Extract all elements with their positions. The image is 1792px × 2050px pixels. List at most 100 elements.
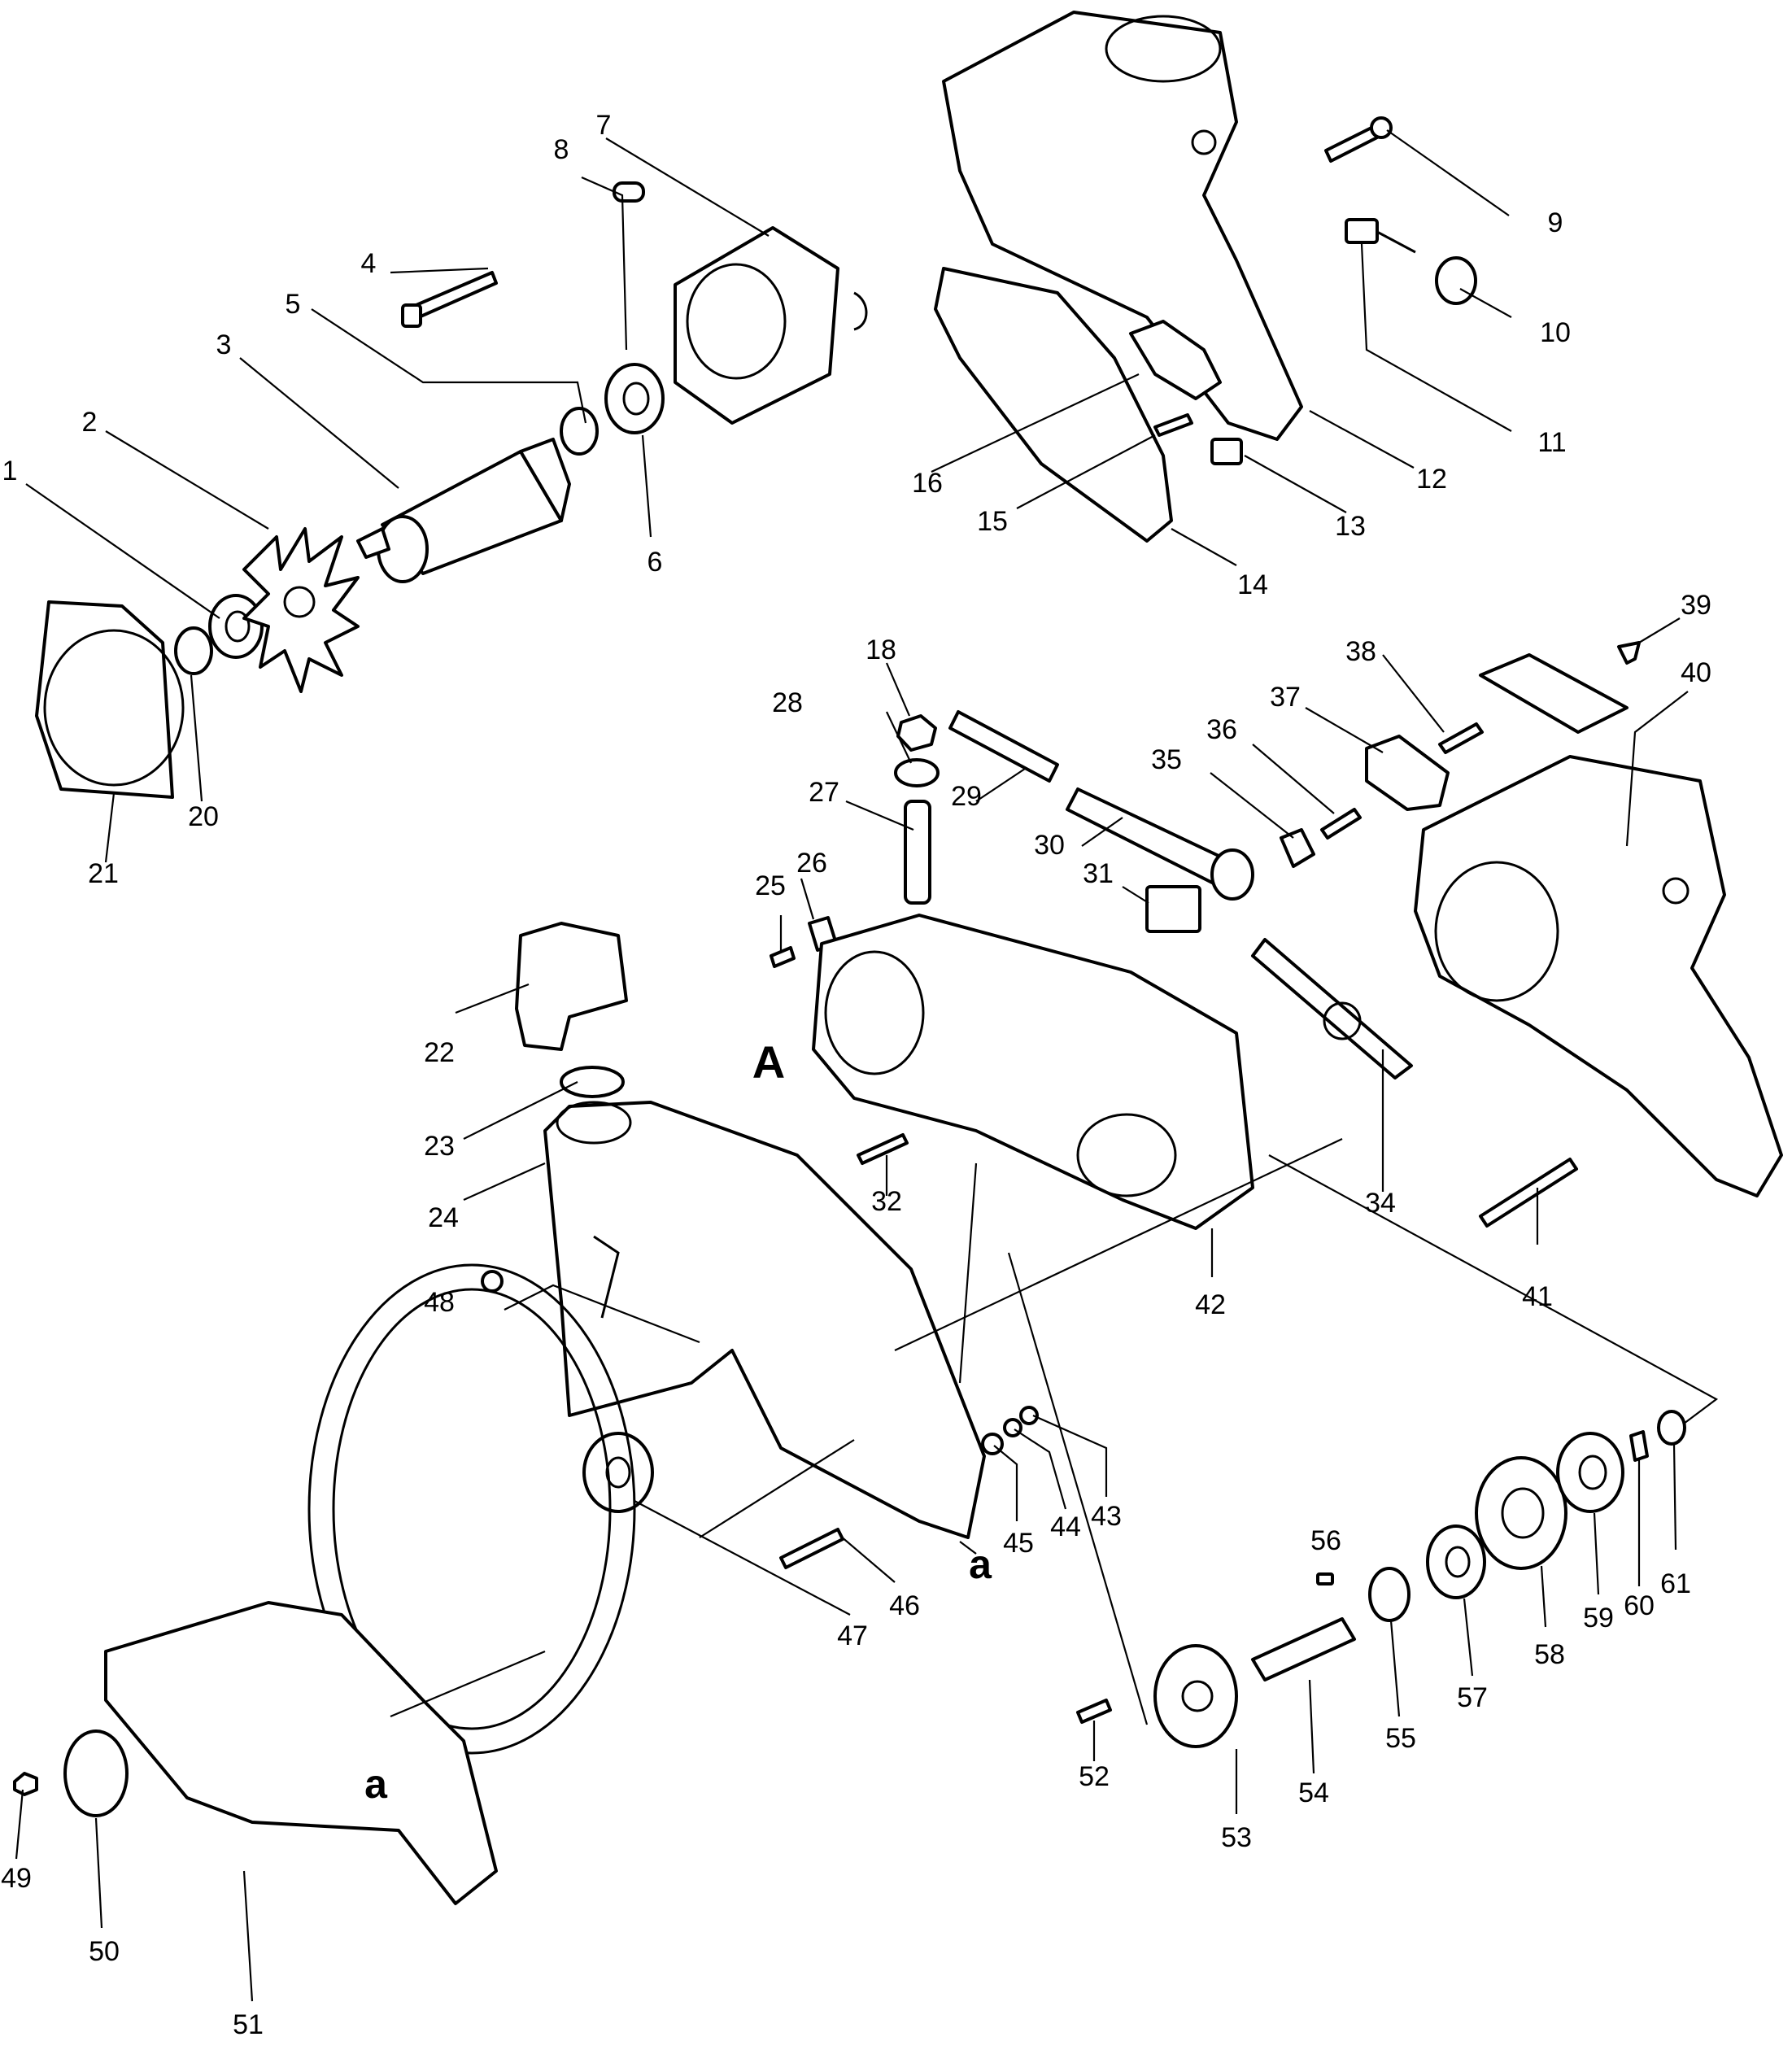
label-37: 37	[1270, 682, 1301, 713]
motor-assembly-right	[1414, 755, 1783, 1197]
marker-a-upper: a	[969, 1542, 992, 1587]
part-18-nut	[896, 714, 937, 752]
part-57-bearing	[1426, 1524, 1486, 1599]
label-10: 10	[1540, 317, 1571, 348]
part-32-screw	[857, 1133, 909, 1165]
part-8-pin	[613, 181, 645, 203]
part-46-screw	[779, 1528, 844, 1569]
part-54-spindle	[1251, 1617, 1356, 1681]
label-30: 30	[1034, 830, 1065, 861]
part-31-block	[1145, 885, 1201, 933]
label-28: 28	[772, 687, 803, 718]
label-46: 46	[889, 1590, 920, 1621]
label-4: 4	[361, 248, 377, 279]
part-34-lever	[1251, 938, 1413, 1080]
label-27: 27	[809, 777, 839, 808]
label-41: 41	[1522, 1281, 1553, 1312]
part-38-screw	[1438, 722, 1484, 754]
label-23: 23	[424, 1131, 455, 1162]
part-39-rivet	[1617, 641, 1641, 665]
part-15-screw	[1153, 413, 1193, 437]
part-56-key	[1316, 1572, 1334, 1585]
label-12: 12	[1416, 464, 1447, 495]
label-11: 11	[1537, 427, 1566, 458]
part-59-gear	[1556, 1432, 1624, 1513]
label-45: 45	[1003, 1528, 1034, 1559]
label-1: 1	[2, 456, 18, 486]
label-60: 60	[1624, 1590, 1655, 1621]
part-27-spring	[904, 800, 931, 905]
label-61: 61	[1660, 1568, 1691, 1599]
part-36-screw	[1320, 808, 1362, 840]
part-23-ring	[560, 1066, 625, 1098]
part-12-motor-housing	[942, 11, 1303, 441]
label-52: 52	[1079, 1761, 1110, 1792]
label-56: 56	[1310, 1525, 1341, 1556]
label-18: 18	[865, 635, 896, 665]
label-53: 53	[1221, 1822, 1252, 1853]
part-44-washer	[1003, 1418, 1022, 1437]
part-30-shaft	[1066, 787, 1254, 901]
label-9: 9	[1548, 207, 1563, 238]
part-1-bearing	[208, 594, 264, 659]
label-25: 25	[755, 870, 786, 901]
label-58: 58	[1534, 1639, 1565, 1670]
part-22-dust-elbow	[515, 922, 628, 1051]
part-24-upper-guard	[543, 1101, 986, 1539]
label-39: 39	[1681, 590, 1711, 621]
part-41-screw	[1479, 1158, 1578, 1228]
saw-blade	[307, 1263, 636, 1755]
part-4-screw	[401, 271, 498, 328]
part-5-washer	[560, 407, 599, 456]
part-16-switch	[1129, 320, 1222, 400]
label-2: 2	[82, 407, 98, 438]
label-32: 32	[871, 1186, 902, 1217]
label-6: 6	[647, 547, 663, 578]
part-21-baffle-plate	[35, 600, 185, 799]
label-21: 21	[88, 858, 119, 889]
part-40-plate	[1479, 653, 1628, 734]
label-22: 22	[424, 1037, 455, 1068]
label-3: 3	[216, 329, 232, 360]
part-61-bearing	[1657, 1410, 1686, 1446]
label-49: 49	[1, 1863, 32, 1894]
label-50: 50	[89, 1936, 120, 1967]
label-35: 35	[1151, 744, 1182, 775]
label-7: 7	[596, 110, 612, 141]
label-24: 24	[428, 1202, 459, 1233]
label-36: 36	[1206, 714, 1237, 745]
label-40: 40	[1681, 657, 1711, 688]
part-10-brush-cap	[1435, 256, 1477, 305]
part-25-screw	[770, 946, 796, 968]
leader-lines	[15, 129, 1719, 2002]
part-20-washer	[174, 626, 213, 675]
label-54: 54	[1298, 1777, 1329, 1808]
part-53-flange	[1153, 1644, 1238, 1748]
label-14: 14	[1237, 569, 1268, 600]
part-35-plate	[1280, 828, 1315, 868]
part-37-bracket	[1365, 735, 1450, 811]
label-38: 38	[1345, 636, 1376, 667]
label-8: 8	[554, 134, 569, 165]
label-43: 43	[1091, 1501, 1122, 1532]
label-16: 16	[912, 468, 943, 499]
label-13: 13	[1335, 511, 1366, 542]
label-48: 48	[424, 1287, 455, 1318]
part-3-armature	[356, 438, 571, 583]
part-47-flange	[582, 1432, 654, 1513]
part-42-arm	[812, 914, 1254, 1230]
label-34: 34	[1365, 1188, 1396, 1219]
part-55-washer	[1368, 1567, 1410, 1622]
part-13-capacitor	[1210, 438, 1243, 465]
part-51-lower-guard	[104, 1601, 498, 1905]
label-42: 42	[1195, 1289, 1226, 1320]
part-58-bearing-box	[1475, 1456, 1567, 1570]
label-51: 51	[233, 2009, 264, 2040]
label-59: 59	[1583, 1603, 1614, 1633]
part-29-pin	[948, 710, 1059, 783]
label-29: 29	[951, 781, 982, 812]
label-26: 26	[796, 848, 827, 879]
label-44: 44	[1050, 1511, 1081, 1542]
part-52-screw	[1076, 1699, 1112, 1724]
